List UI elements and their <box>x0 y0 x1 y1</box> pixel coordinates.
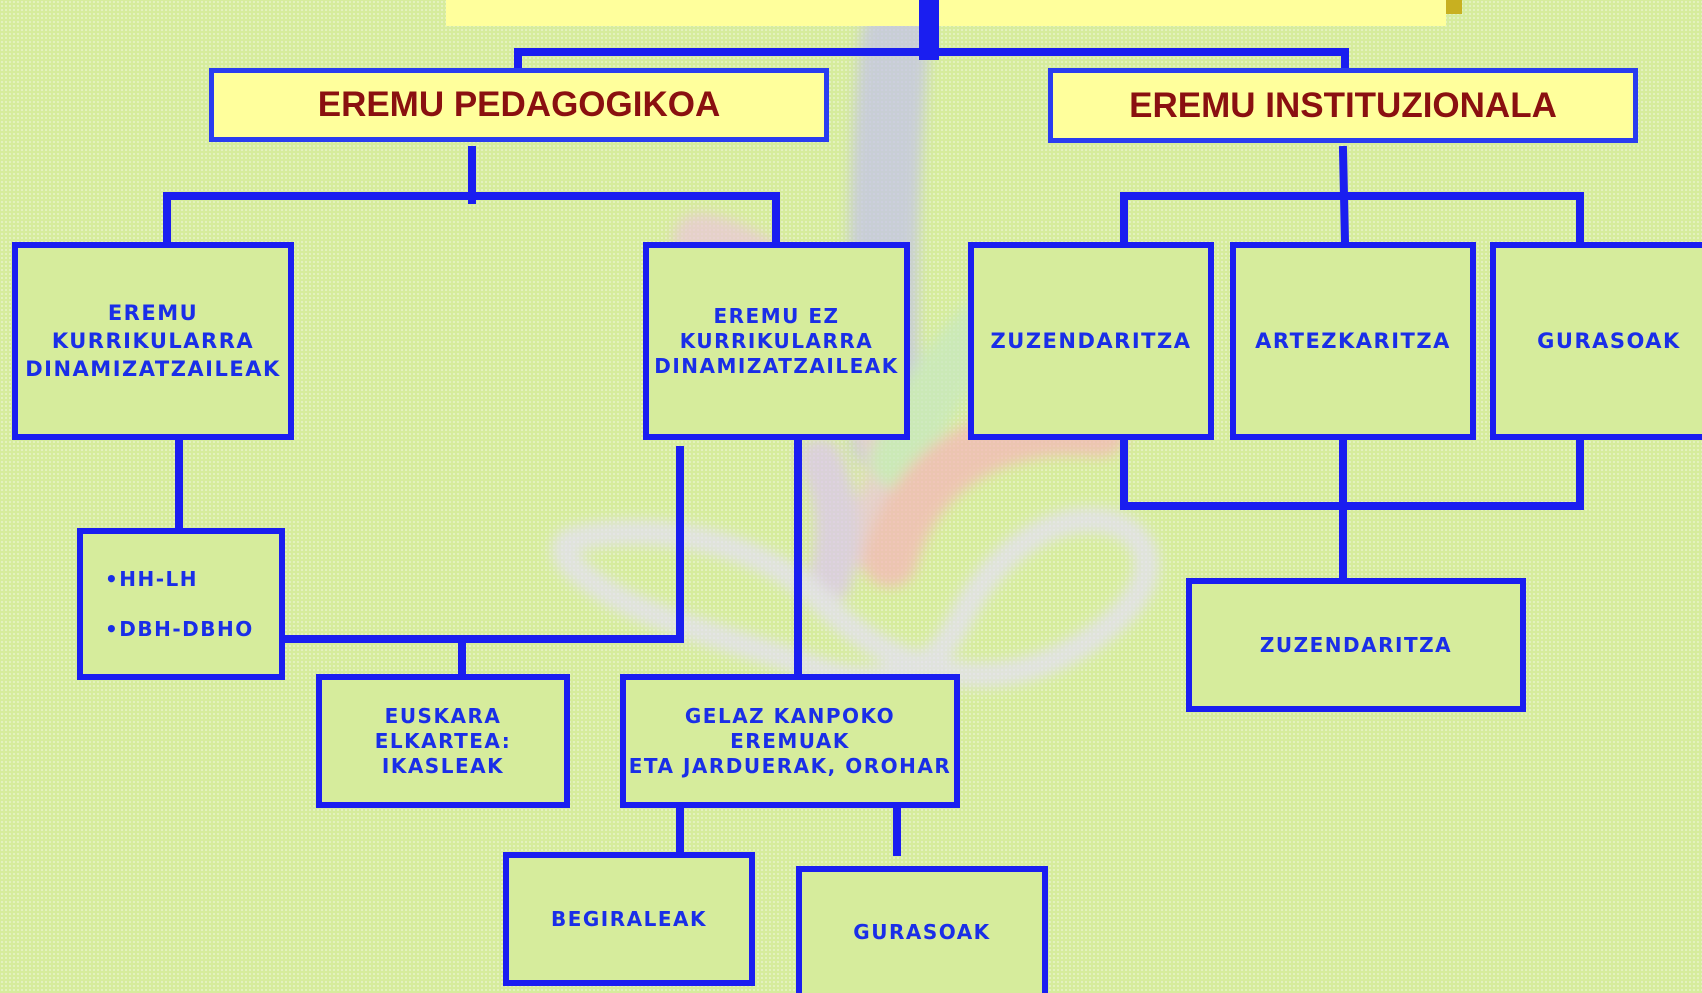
parents-institutional-node: GURASOAK <box>1490 242 1702 440</box>
title-bar-remnant <box>446 0 1446 26</box>
administration-node: ARTEZKARITZA <box>1230 242 1476 440</box>
outside-class-activities-node: GELAZ KANPOKO EREMUAK ETA JARDUERAK, ORO… <box>620 674 960 808</box>
curricular-dynamizers-node: EREMU KURRIKULARRA DINAMIZATZAILEAK <box>12 242 294 440</box>
corner-accent <box>1446 0 1462 14</box>
level-item: •DBH-DBHO <box>105 616 254 641</box>
school-levels-node: •HH-LH •DBH-DBHO <box>77 528 285 680</box>
pedagogical-branch-header: EREMU PEDAGOGIKOA <box>209 68 829 142</box>
management-node: ZUZENDARITZA <box>968 242 1214 440</box>
level-item: •HH-LH <box>105 566 199 591</box>
monitors-node: BEGIRALEAK <box>503 852 755 986</box>
school-levels-list: •HH-LH •DBH-DBHO <box>105 542 254 667</box>
management-bottom-node: ZUZENDARITZA <box>1186 578 1526 712</box>
non-curricular-dynamizers-node: EREMU EZ KURRIKULARRA DINAMIZATZAILEAK <box>643 242 910 440</box>
institutional-branch-header: EREMU INSTITUZIONALA <box>1048 68 1638 143</box>
parents-pedagogical-node: GURASOAK <box>796 866 1048 993</box>
euskara-association-node: EUSKARA ELKARTEA: IKASLEAK <box>316 674 570 808</box>
